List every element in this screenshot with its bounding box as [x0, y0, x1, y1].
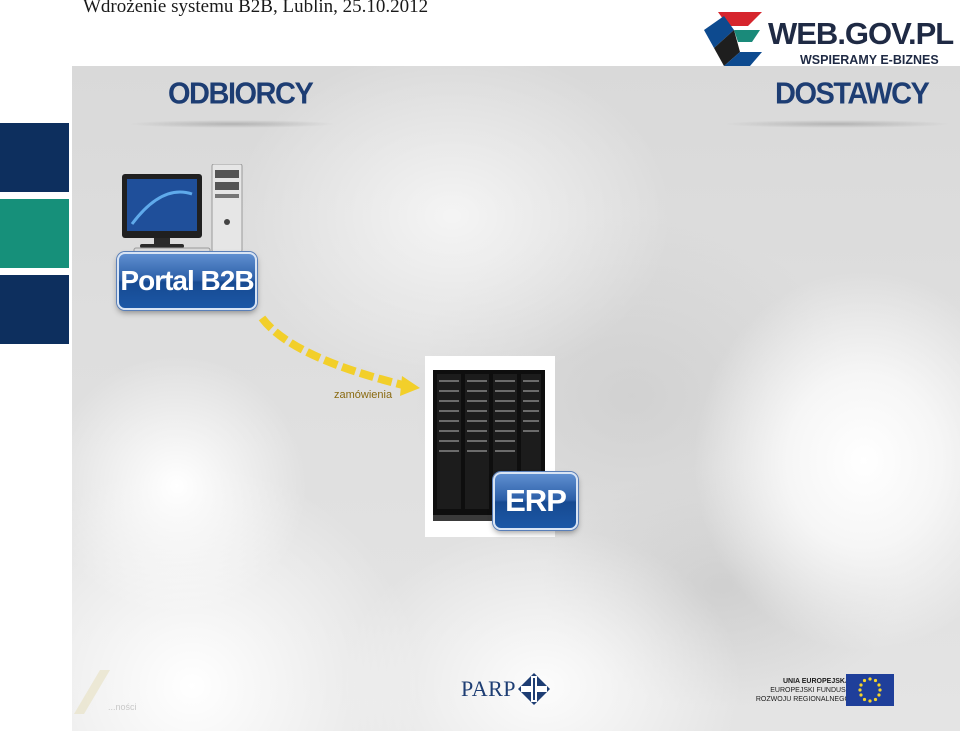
erp-badge: ERP [493, 472, 578, 530]
eu-flag-icon [846, 674, 894, 706]
desktop-computer-icon [122, 164, 243, 255]
flow-label-orders: zamówienia [334, 389, 393, 401]
eu-fund-logo: UNIA EUROPEJSKA EUROPEJSKI FUNDUSZ ROZWO… [756, 672, 910, 708]
webgov-tagline: WSPIERAMY E-BIZNES [800, 53, 939, 67]
footer-faded-text: ...ności [108, 702, 137, 712]
side-accent-block-navy-top [0, 123, 69, 192]
flow-arrow-icon [258, 315, 420, 396]
side-accent-block-navy-bottom [0, 275, 69, 344]
footer-faded-logo: ...ności [72, 666, 232, 726]
webgov-logo-icon [704, 12, 762, 66]
title-shadow-left [127, 120, 337, 128]
side-accent-block-teal [0, 199, 69, 268]
title-shadow-right [722, 120, 952, 128]
webgov-logo: WEB.GOV.PL WSPIERAMY E-BIZNES [700, 8, 954, 74]
slide-title: Wdrożenie systemu B2B, Lublin, 25.10.201… [83, 0, 429, 17]
eu-line-fund: EUROPEJSKI FUNDUSZ [770, 687, 850, 694]
portal-b2b-badge: Portal B2B [117, 252, 257, 310]
section-title-suppliers: DOSTAWCY [775, 77, 930, 111]
parp-logo-text: PARP [461, 676, 517, 701]
parp-logo: PARP [461, 672, 561, 712]
webgov-logo-text: WEB.GOV.PL [768, 16, 954, 51]
faded-logo-icon [74, 670, 110, 714]
eu-line-union: UNIA EUROPEJSKA [782, 678, 850, 685]
parp-logo-icon [518, 673, 550, 705]
diagram-canvas: ODBIORCY DOSTAWCY Portal B2B zamówienia [72, 66, 960, 731]
eu-line-regional: ROZWOJU REGIONALNEGO [755, 696, 850, 703]
section-title-recipients: ODBIORCY [168, 77, 314, 111]
